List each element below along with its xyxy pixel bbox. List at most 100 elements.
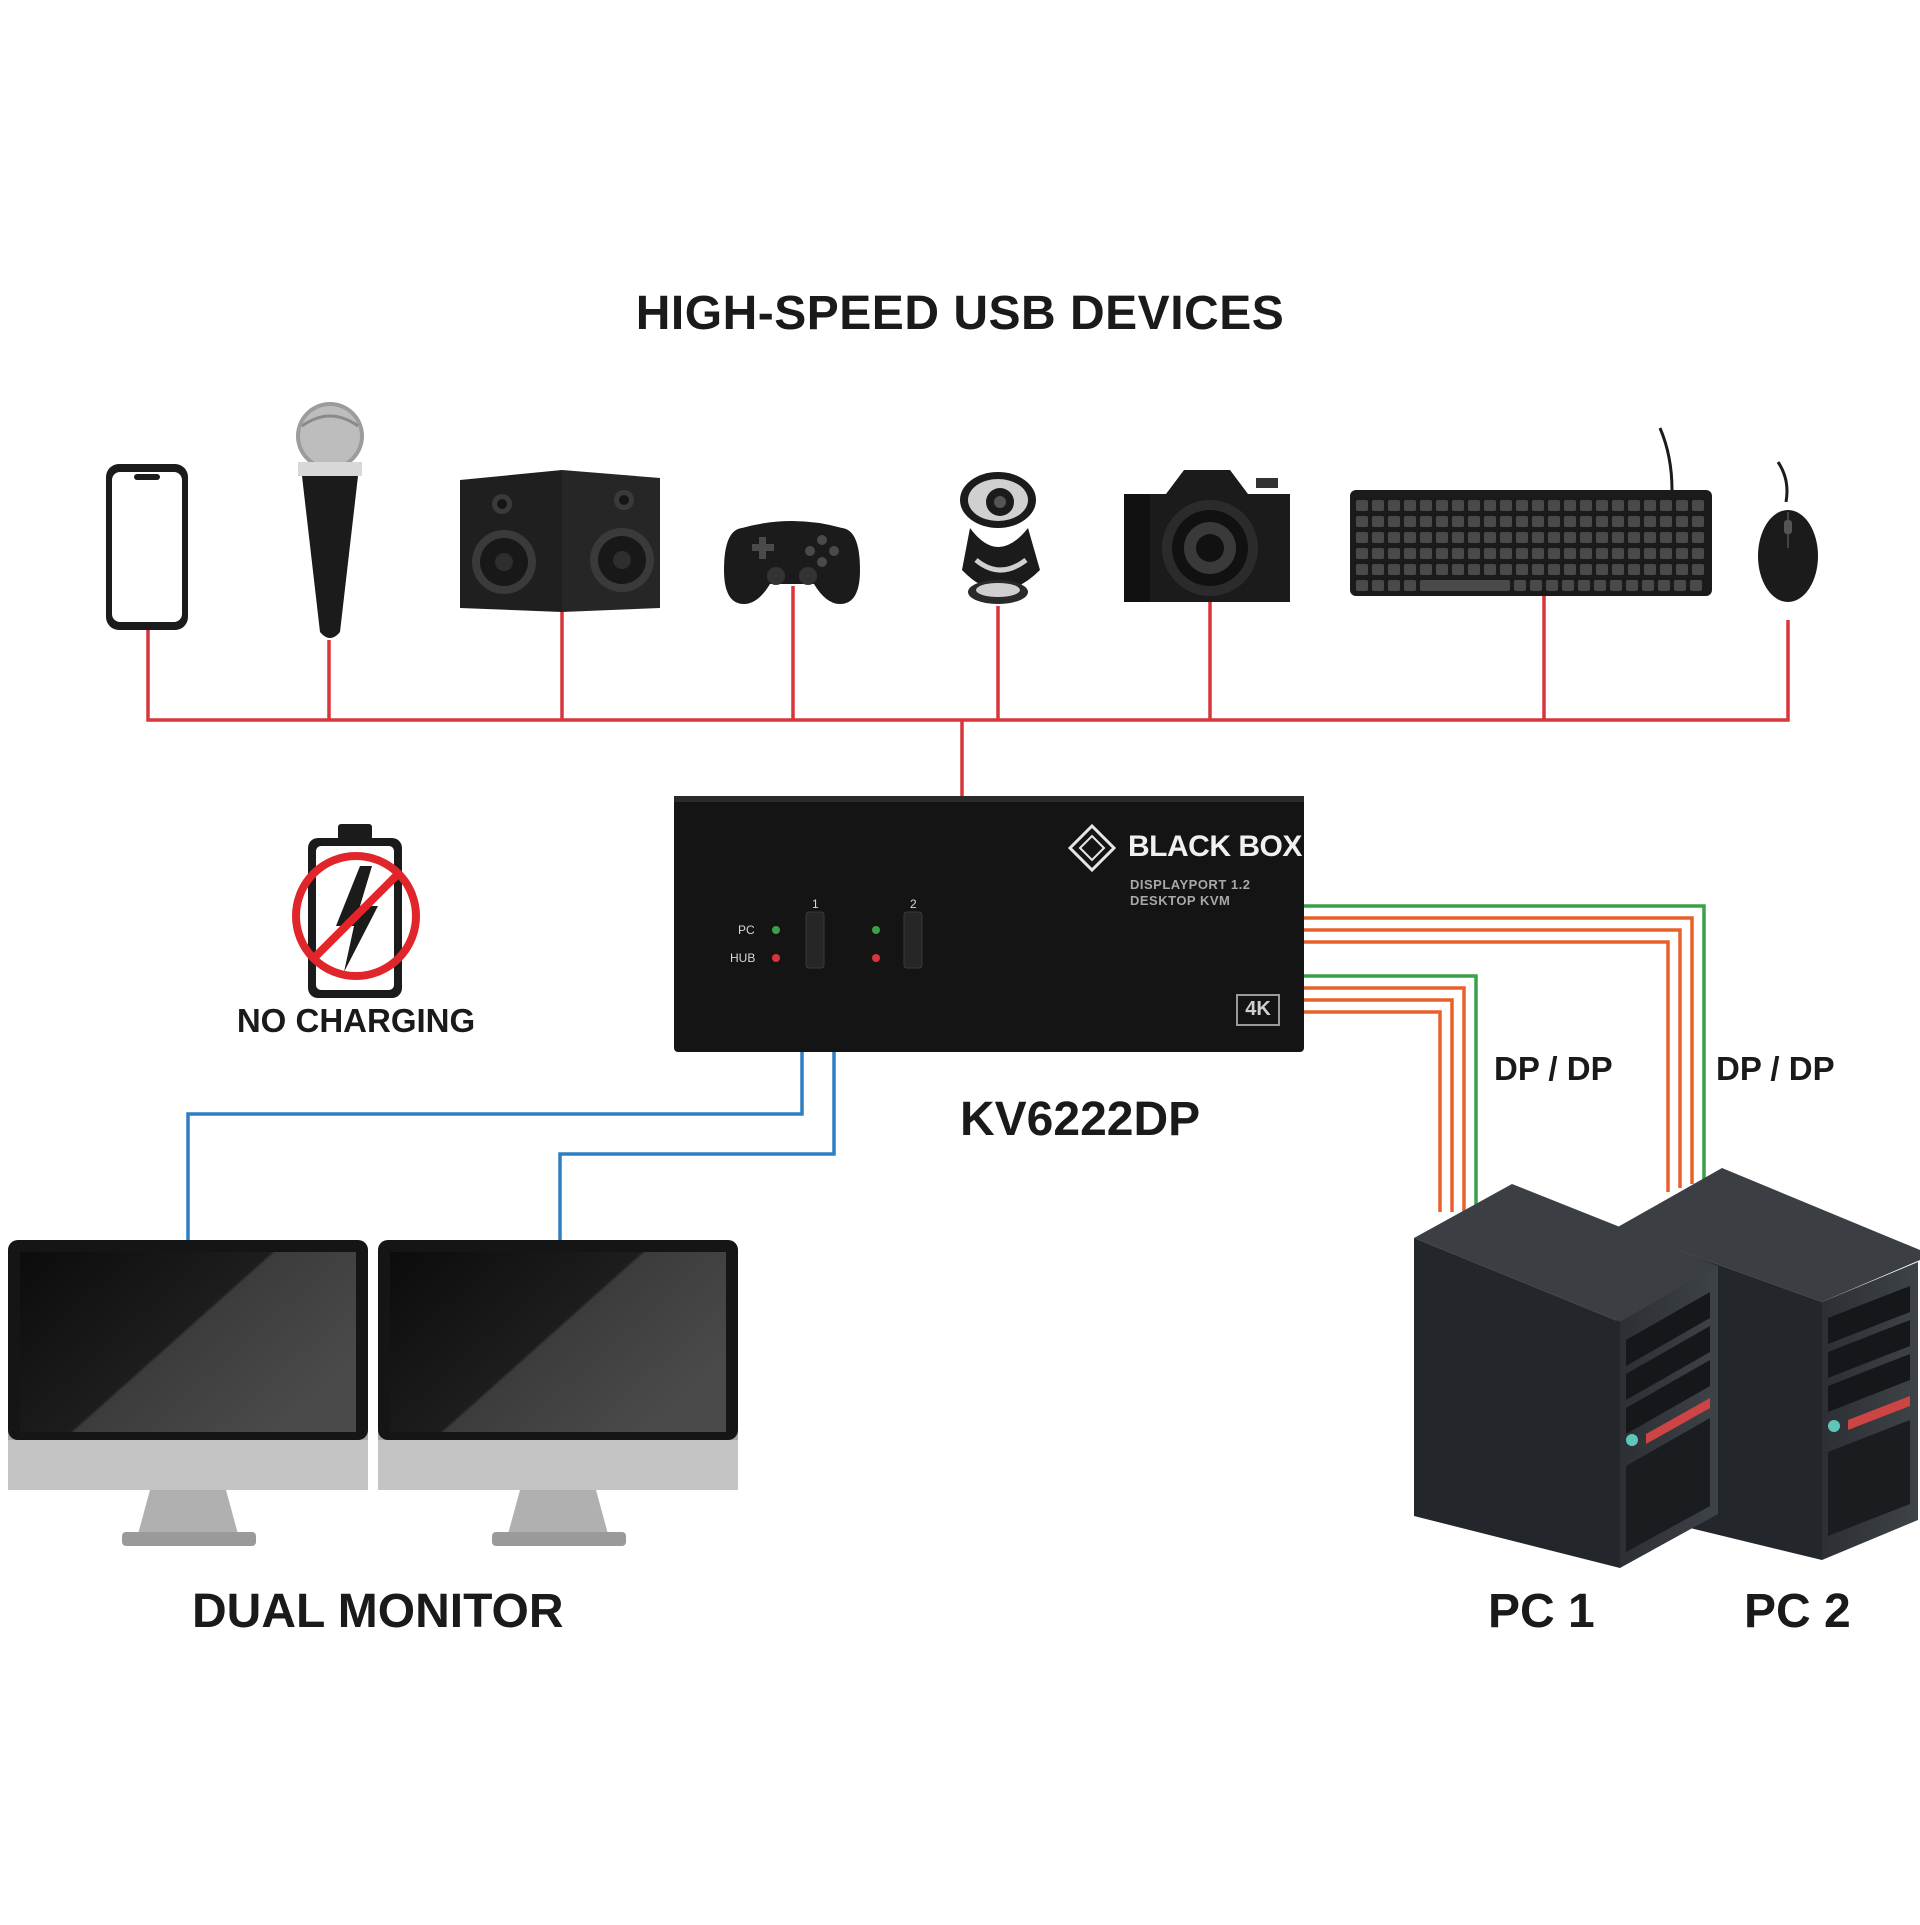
keyboard-key [1532,548,1544,559]
keyboard-key [1532,516,1544,527]
keyboard-key [1548,532,1560,543]
keyboard-key [1356,564,1368,575]
keyboard-key [1564,548,1576,559]
keyboard-key [1660,500,1672,511]
keyboard-key [1690,580,1702,591]
speakers-icon [460,470,660,612]
keyboard-key [1596,532,1608,543]
keyboard-key [1596,564,1608,575]
keyboard-key [1644,564,1656,575]
keyboard-key [1610,580,1622,591]
keyboard-key [1626,580,1638,591]
keyboard-key [1500,564,1512,575]
keyboard-key [1484,500,1496,511]
keyboard-key [1404,500,1416,511]
keyboard-key [1546,580,1558,591]
keyboard-key [1436,548,1448,559]
keyboard-key [1530,580,1542,591]
keyboard-key [1500,500,1512,511]
no-charging-icon [292,824,420,998]
keyboard-key [1676,564,1688,575]
keyboard-key [1628,500,1640,511]
keyboard-key [1372,580,1384,591]
keyboard-key [1436,500,1448,511]
dual-monitor-label: DUAL MONITOR [192,1585,564,1638]
keyboard-key [1404,516,1416,527]
keyboard-key [1612,564,1624,575]
diagram-title: HIGH-SPEED USB DEVICES [635,287,1285,340]
keyboard-key [1580,532,1592,543]
keyboard-key [1388,580,1400,591]
keyboard-key [1660,532,1672,543]
keyboard-key [1532,500,1544,511]
keyboard-key [1436,516,1448,527]
pc1-label: PC 1 [1488,1585,1595,1638]
keyboard-key [1500,532,1512,543]
keyboard-key [1548,500,1560,511]
keyboard-key [1484,548,1496,559]
keyboard-key [1452,516,1464,527]
keyboard-key [1564,532,1576,543]
keyboard-key [1532,532,1544,543]
usb-bus-lines [146,586,1790,796]
keyboard-key [1468,548,1480,559]
pc2-label: PC 2 [1744,1585,1851,1638]
keyboard-key [1612,548,1624,559]
keyboard-key [1596,548,1608,559]
keyboard-key [1516,500,1528,511]
keyboard-key [1580,516,1592,527]
keyboard-key [1548,564,1560,575]
cable-label-pc2: DP / DP [1716,1050,1835,1087]
keyboard-key [1500,516,1512,527]
keyboard-key [1644,532,1656,543]
4k-badge: 4K [1236,994,1280,1026]
keyboard-key [1692,500,1704,511]
keyboard-key [1596,516,1608,527]
keyboard-key [1452,532,1464,543]
kvm-subtitle-line2: DESKTOP KVM [1130,893,1231,908]
keyboard-key [1596,500,1608,511]
keyboard-key [1612,516,1624,527]
keyboard-key [1500,548,1512,559]
keyboard-key [1676,548,1688,559]
keyboard-key [1692,564,1704,575]
keyboard-key [1660,548,1672,559]
brand-logo-text: BLACK BOX [1128,830,1302,863]
port-label-2: 2 [910,897,917,911]
keyboard-key [1372,516,1384,527]
kvm-subtitle-line1: DISPLAYPORT 1.2 [1130,877,1251,892]
dp-cables-pc2 [1304,904,1706,1192]
keyboard-key [1356,516,1368,527]
camera-icon [1124,470,1290,602]
keyboard-key [1452,564,1464,575]
led-label-hub: HUB [730,951,756,965]
keyboard-key [1628,516,1640,527]
keyboard-key [1564,516,1576,527]
keyboard-key [1658,580,1670,591]
keyboard-key [1484,564,1496,575]
keyboard-key [1628,564,1640,575]
keyboard-key [1628,532,1640,543]
microphone-icon [296,402,364,638]
keyboard-key [1594,580,1606,591]
keyboard-key [1660,516,1672,527]
keyboard-key [1388,548,1400,559]
keyboard-key [1580,564,1592,575]
keyboard-key [1564,500,1576,511]
keyboard-key [1692,532,1704,543]
keyboard-key [1420,516,1432,527]
keyboard-key [1420,500,1432,511]
keyboard-key [1644,548,1656,559]
keyboard-key [1468,564,1480,575]
keyboard-key [1356,532,1368,543]
keyboard-key [1452,548,1464,559]
kvm-switch [674,796,1304,1052]
keyboard-key [1676,500,1688,511]
keyboard-key [1404,548,1416,559]
keyboard-key [1674,580,1686,591]
keyboard-key [1532,564,1544,575]
keyboard-key [1514,580,1526,591]
keyboard-key [1516,548,1528,559]
keyboard-key [1436,532,1448,543]
